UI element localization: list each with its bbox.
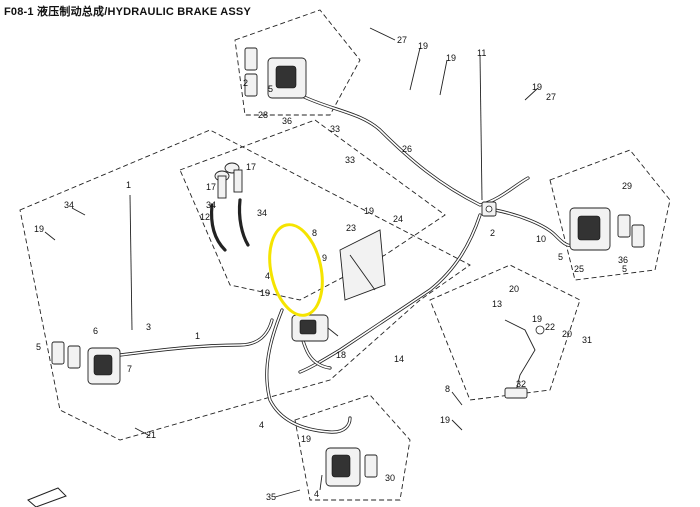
callout: 4 xyxy=(265,271,270,281)
callout: 5 xyxy=(622,264,627,274)
caliper-right xyxy=(569,207,645,251)
brake-line-8-inner xyxy=(265,309,351,433)
callout: 19 xyxy=(532,314,542,324)
master-cylinder xyxy=(291,314,339,342)
callout: 19 xyxy=(532,82,542,92)
brake-line-13 xyxy=(298,213,482,374)
group-outline-front xyxy=(19,129,471,441)
brake-line-26 xyxy=(298,93,530,207)
callout: 25 xyxy=(574,264,584,274)
callout: 26 xyxy=(402,144,412,154)
callout: 8 xyxy=(445,384,450,394)
callout: 5 xyxy=(558,252,563,262)
callout: 36 xyxy=(282,116,292,126)
junction-block-10 xyxy=(481,201,497,217)
callout: 35 xyxy=(266,492,276,502)
group-outline-rear-caliper xyxy=(294,394,411,501)
callout: 5 xyxy=(268,84,273,94)
reservoir-hose-34 xyxy=(237,198,250,247)
leader-lines xyxy=(44,27,539,498)
callout: 27 xyxy=(546,92,556,102)
group-outline-master-cylinder xyxy=(179,119,446,301)
caliper-top-left xyxy=(244,47,307,99)
callout: 17 xyxy=(246,162,256,172)
callout: 33 xyxy=(330,124,340,134)
callout: 11 xyxy=(477,48,486,58)
brake-line-13-inner xyxy=(299,214,481,373)
callout: 36 xyxy=(618,255,628,265)
callout: 31 xyxy=(582,335,592,345)
corner-logo xyxy=(27,487,67,507)
callout: 17 xyxy=(206,182,216,192)
fluid-reservoirs xyxy=(214,162,243,199)
callout: 19 xyxy=(418,41,428,51)
callout: 19 xyxy=(34,224,44,234)
brake-pedal xyxy=(504,319,545,399)
part-callouts: 27 19 19 11 19 27 2 5 28 36 33 33 26 29 … xyxy=(34,35,632,502)
callout: 27 xyxy=(397,35,407,45)
callout: 14 xyxy=(394,354,404,364)
callout: 2 xyxy=(243,78,248,88)
callout: 19 xyxy=(440,415,450,425)
diagram-title: F08-1 液压制动总成/HYDRAULIC BRAKE ASSY xyxy=(4,6,251,18)
callout: 23 xyxy=(346,223,356,233)
callout: 9 xyxy=(322,253,327,263)
callout: 28 xyxy=(258,110,268,120)
callout: 34 xyxy=(206,200,216,210)
callout: 19 xyxy=(301,434,311,444)
callout: 5 xyxy=(36,342,41,352)
group-outline-pedal xyxy=(429,264,581,401)
callout: 22 xyxy=(545,322,555,332)
brake-line-26-inner xyxy=(299,94,529,206)
callout: 4 xyxy=(314,489,319,499)
callout: 7 xyxy=(127,364,132,374)
callout: 6 xyxy=(93,326,98,336)
group-outline-top-left-caliper xyxy=(234,9,361,116)
callout: 34 xyxy=(64,200,74,210)
callout: 24 xyxy=(393,214,403,224)
mounting-bracket xyxy=(339,229,386,301)
callout: 19 xyxy=(446,53,456,63)
reservoir-hose-12 xyxy=(209,203,227,252)
callout: 3 xyxy=(146,322,151,332)
callout: 2 xyxy=(490,228,495,238)
callout: 29 xyxy=(622,181,632,191)
callout: 19 xyxy=(364,206,374,216)
caliper-front-left xyxy=(51,341,121,385)
callout: 1 xyxy=(126,180,131,190)
brake-line-6-inner xyxy=(119,319,273,356)
callout: 4 xyxy=(259,420,264,430)
callout: 1 xyxy=(195,331,200,341)
group-outline-right-caliper xyxy=(549,149,671,281)
caliper-rear xyxy=(325,447,378,487)
callout: 20 xyxy=(562,329,572,339)
callout: 32 xyxy=(516,379,526,389)
callout: 13 xyxy=(492,299,502,309)
callout: 19 xyxy=(260,288,270,298)
callout: 34 xyxy=(257,208,267,218)
callout: 10 xyxy=(536,234,546,244)
callout: 20 xyxy=(509,284,519,294)
callout: 33 xyxy=(345,155,355,165)
callout: 21 xyxy=(146,430,156,440)
callout: 18 xyxy=(336,350,346,360)
callout: 12 xyxy=(200,212,210,222)
highlight-circle xyxy=(268,223,324,317)
callout: 30 xyxy=(385,473,395,483)
callout: 8 xyxy=(312,228,317,238)
